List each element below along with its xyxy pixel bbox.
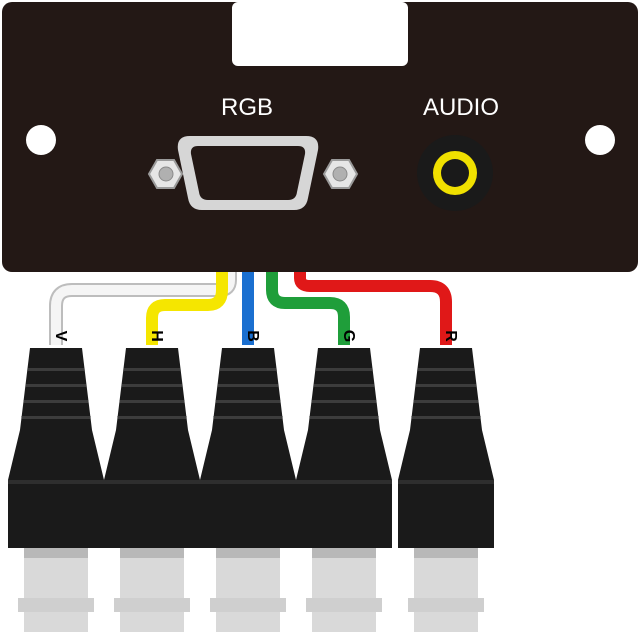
bnc-rib-h-1 [121, 384, 183, 387]
audio-label: AUDIO [423, 94, 499, 121]
wall-plate [2, 2, 638, 272]
bnc-connector-v [8, 348, 104, 632]
cable-label-h: H [148, 330, 165, 342]
bnc-boot-r [398, 348, 494, 548]
bnc-rib-b-1 [217, 384, 279, 387]
bnc-rib-g-0 [316, 368, 372, 371]
bnc-bayonet-r [408, 598, 484, 612]
bnc-bayonet-g [306, 598, 382, 612]
bnc-bayonet-b [210, 598, 286, 612]
bnc-barrel-rim-r [414, 548, 478, 558]
bnc-boot-h [104, 348, 200, 548]
bnc-rib-h-0 [124, 368, 180, 371]
bnc-barrel-rim-v [24, 548, 88, 558]
cable-label-v: V [52, 331, 69, 342]
mount-hole-left [26, 125, 56, 155]
vga-socket [190, 146, 306, 200]
bnc-rib-v-3 [21, 416, 91, 419]
cable-r [294, 268, 452, 345]
bnc-rib-b-3 [213, 416, 283, 419]
bnc-rib-b-0 [220, 368, 276, 371]
bnc-body-edge-h [104, 480, 200, 484]
bnc-rib-v-1 [25, 384, 87, 387]
bnc-rib-r-3 [411, 416, 481, 419]
bnc-barrel-b [216, 548, 280, 632]
label-window [232, 2, 408, 66]
cable-label-b: B [244, 330, 261, 342]
bnc-body-edge-r [398, 480, 494, 484]
cable-v-core [51, 268, 235, 345]
bnc-bayonet-v [18, 598, 94, 612]
vga-connector [147, 136, 359, 210]
bnc-rib-g-1 [313, 384, 375, 387]
bnc-barrel-rim-g [312, 548, 376, 558]
rca-audio-jack [417, 135, 493, 211]
bnc-rib-v-0 [28, 368, 84, 371]
bnc-body-edge-b [200, 480, 296, 484]
bnc-connector-h [104, 348, 200, 632]
cable-label-g: G [340, 330, 357, 342]
vga-screw-left [158, 166, 174, 182]
vga-screw-right [332, 166, 348, 182]
bnc-connector-g [296, 348, 392, 632]
bnc-boot-g [296, 348, 392, 548]
cable-label-r: R [442, 330, 459, 342]
cable-h [146, 268, 228, 345]
bnc-rib-v-2 [23, 400, 89, 403]
cable-g [266, 268, 350, 345]
rca-center [441, 159, 469, 187]
bnc-barrel-r [414, 548, 478, 632]
bnc-boot-b [200, 348, 296, 548]
bnc-rib-h-3 [117, 416, 187, 419]
cable-group [49, 268, 452, 345]
bnc-rib-g-3 [309, 416, 379, 419]
bnc-boot-v [8, 348, 104, 548]
bnc-connector-r [398, 348, 494, 632]
bnc-rib-r-2 [413, 400, 479, 403]
mount-hole-right [585, 125, 615, 155]
rgb-label: RGB [221, 94, 273, 121]
bnc-barrel-v [24, 548, 88, 632]
bnc-connector-b [200, 348, 296, 632]
bnc-connectors [8, 348, 494, 632]
bnc-barrel-rim-h [120, 548, 184, 558]
bnc-bayonet-h [114, 598, 190, 612]
bnc-body-edge-g [296, 480, 392, 484]
bnc-body-edge-v [8, 480, 104, 484]
bnc-barrel-g [312, 548, 376, 632]
bnc-rib-r-1 [415, 384, 477, 387]
bnc-barrel-rim-b [216, 548, 280, 558]
bnc-rib-r-0 [418, 368, 474, 371]
bnc-barrel-h [120, 548, 184, 632]
bnc-rib-b-2 [215, 400, 281, 403]
bnc-rib-h-2 [119, 400, 185, 403]
bnc-rib-g-2 [311, 400, 377, 403]
